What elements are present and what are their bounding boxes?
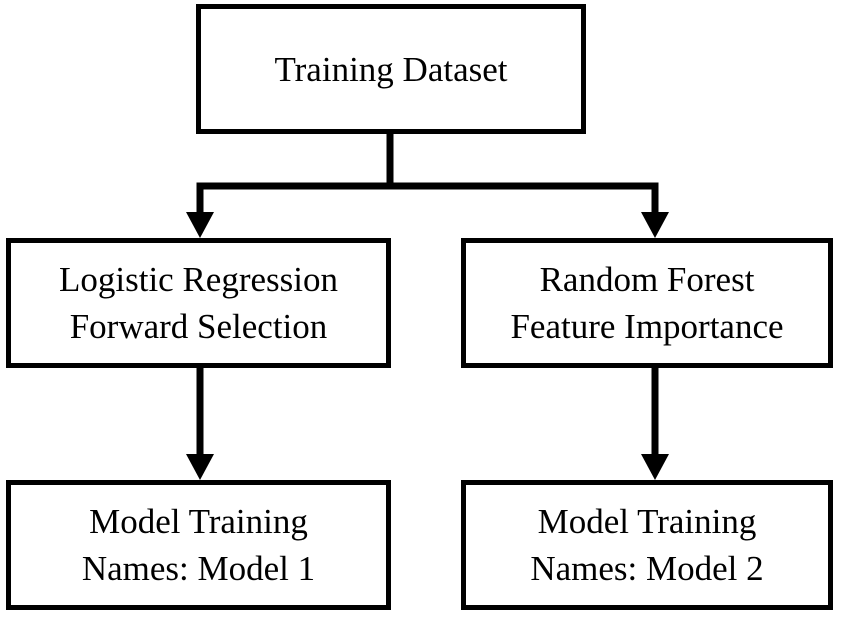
node-label-line1: Model Training xyxy=(89,502,308,541)
node-label: Training Dataset xyxy=(274,49,508,89)
node-random-forest: Random Forest Feature Importance xyxy=(461,238,833,368)
arrowhead-to-random-forest xyxy=(641,212,669,238)
node-label-line1: Random Forest xyxy=(539,260,755,299)
arrowhead-to-model-1 xyxy=(186,454,214,480)
node-label-line2: Names: Model 1 xyxy=(81,549,316,588)
node-model-1: Model Training Names: Model 1 xyxy=(6,480,391,610)
node-label-line1: Logistic Regression xyxy=(59,260,338,299)
node-label-line2: Feature Importance xyxy=(510,307,784,346)
node-training-dataset: Training Dataset xyxy=(196,4,586,134)
node-model-2: Model Training Names: Model 2 xyxy=(461,480,833,610)
arrowhead-to-logistic-regression xyxy=(186,212,214,238)
node-label-line2: Names: Model 2 xyxy=(530,549,764,588)
arrowhead-to-model-2 xyxy=(641,454,669,480)
node-logistic-regression: Logistic Regression Forward Selection xyxy=(6,238,391,368)
node-label-line2: Forward Selection xyxy=(69,307,328,346)
node-label-line1: Model Training xyxy=(537,502,757,541)
